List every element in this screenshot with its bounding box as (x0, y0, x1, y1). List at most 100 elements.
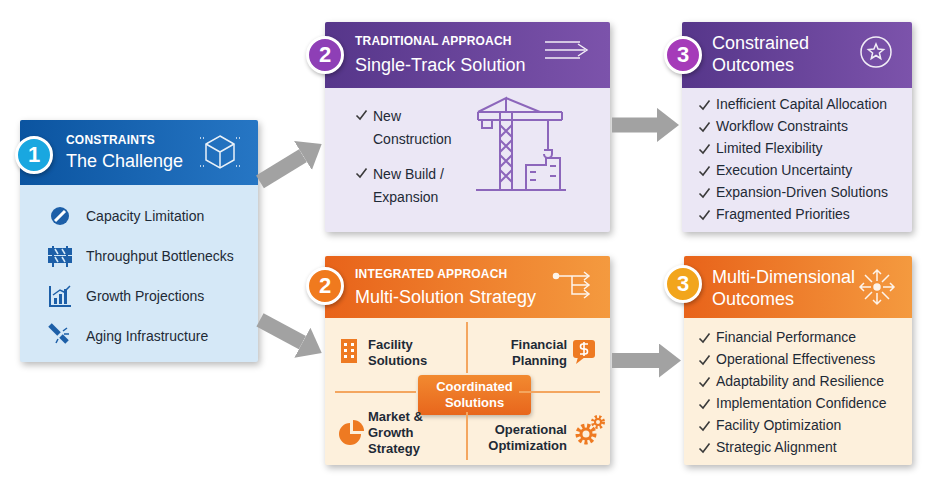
burst-icon (873, 270, 881, 281)
broken-pipe-icon (50, 325, 69, 343)
check-mark (357, 111, 367, 120)
star-icon (861, 37, 891, 67)
list-item: Adaptability and Resilience (716, 372, 884, 390)
quadrant-label: Operational Optimization (483, 422, 567, 454)
check-mark (700, 145, 710, 154)
check-mark (698, 420, 711, 432)
list-item: Workflow Constraints (716, 117, 848, 135)
list-item: Throughput Bottlenecks (86, 247, 234, 265)
panel-heading: The Challenge (66, 150, 183, 172)
callout-number: 3 (664, 36, 702, 74)
gears-icon (581, 429, 591, 439)
bar-chart-icon (54, 298, 57, 304)
crane-illustration (500, 125, 512, 182)
callout-number: 2 (306, 267, 344, 305)
cube-icon (200, 138, 240, 166)
check-mark (698, 354, 711, 366)
building-icon (351, 355, 354, 358)
crane-illustration (526, 158, 560, 190)
flow-arrow (260, 320, 302, 343)
check-mark (698, 187, 711, 199)
cube-icon (206, 144, 234, 168)
burst-icon (883, 283, 894, 291)
barrier-icon (55, 249, 65, 262)
check-mark (698, 99, 711, 111)
check-mark (698, 332, 711, 344)
panel-heading: Multi-Dimensional Outcomes (712, 266, 862, 310)
barrier-icon (49, 249, 71, 254)
check-mark (700, 167, 710, 176)
check-mark (698, 143, 711, 155)
check-mark (357, 169, 367, 178)
check-mark (698, 442, 711, 454)
flow-icon (554, 274, 559, 279)
quadrant-divider (335, 322, 600, 460)
arrows-icon (545, 42, 585, 58)
bar-chart-icon (53, 286, 70, 295)
callout-number: 1 (15, 136, 53, 174)
check-mark (700, 400, 710, 409)
gears-icon (578, 426, 594, 442)
broken-pipe-icon (61, 336, 67, 342)
quadrant-label: Financial Planning (495, 337, 567, 369)
list-item: Execution Uncertainty (716, 161, 852, 179)
list-item: Facility Optimization (716, 416, 841, 434)
flow-arrow (612, 353, 659, 368)
blocked-icon (51, 207, 69, 225)
check-mark (700, 189, 710, 198)
list-item: Limited Flexibility (716, 139, 823, 157)
list-item: Strategic Alignment (716, 438, 837, 456)
check-mark (700, 123, 710, 132)
cube-icon (206, 136, 234, 168)
flow-arrow (612, 117, 657, 132)
constraints-panel: 1CONSTRAINTSThe ChallengeCapacity Limita… (20, 120, 258, 362)
building-icon (341, 339, 357, 363)
list-item: Capacity Limitation (86, 207, 204, 225)
crane-illustration (482, 120, 492, 128)
approach-panel: 2INTEGRATED APPROACHMulti-Solution Strat… (325, 256, 610, 465)
flow-icon (556, 276, 588, 294)
list-item: New Build / Expansion (373, 163, 468, 209)
check-mark (700, 356, 710, 365)
broken-pipe-icon (50, 325, 59, 334)
bar-chart-icon (59, 294, 62, 304)
barrier-icon (49, 246, 71, 267)
building-icon (344, 343, 347, 346)
burst-icon (860, 283, 871, 291)
bar-chart-icon (64, 289, 67, 304)
quadrant-divider (335, 322, 600, 460)
check-mark (700, 211, 710, 220)
check-mark (698, 165, 711, 177)
list-item: Aging Infrastructure (86, 327, 208, 345)
bar-chart-icon (50, 286, 71, 306)
panel-heading: Constrained Outcomes (712, 32, 862, 76)
panel-heading: Multi-Solution Strategy (355, 286, 536, 308)
panel-heading: Single-Track Solution (355, 54, 525, 76)
panel-caption: INTEGRATED APPROACH (355, 267, 507, 282)
check-mark (698, 376, 711, 388)
burst-icon (874, 284, 880, 290)
check-mark (355, 167, 368, 179)
burst-icon (860, 270, 894, 304)
burst-icon (873, 293, 881, 304)
building-icon (351, 343, 354, 346)
crane-illustration (544, 120, 552, 158)
list-item: Expansion-Driven Solutions (716, 183, 888, 201)
list-item: Implementation Confidence (716, 394, 886, 412)
quadrant-label: Facility Solutions (368, 337, 438, 369)
box-label: Coordinated Solutions (418, 379, 531, 411)
panel-caption: TRADITIONAL APPROACH (355, 34, 512, 49)
cube-icon (200, 136, 240, 168)
pie-chart-icon (353, 420, 364, 431)
burst-icon (865, 275, 889, 299)
quadrant-label: Market & Growth Strategy (368, 409, 438, 457)
callout-number: 3 (664, 265, 702, 303)
dollar-bubble-icon (573, 340, 595, 364)
crane-illustration (500, 112, 512, 190)
barrier-icon (53, 246, 67, 267)
dollar-bubble-icon (580, 342, 588, 356)
check-mark (698, 121, 711, 133)
panel-caption: CONSTRAINTS (66, 133, 155, 148)
callout-number: 2 (306, 36, 344, 74)
